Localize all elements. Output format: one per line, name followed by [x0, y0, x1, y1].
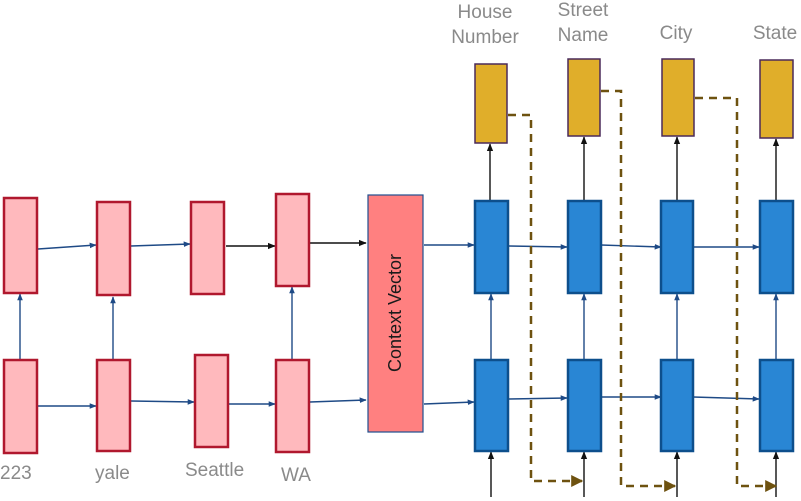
encoder-top-cell-1 [2, 196, 39, 295]
output-label-4: State [753, 23, 797, 44]
feedback-arrow-2 [601, 89, 677, 492]
decoder-top-cell-2 [566, 199, 603, 295]
feedback-arrow-3 [695, 96, 778, 492]
decoder-bottom-cell-3 [659, 358, 695, 453]
enc-top-arrow-1 [37, 242, 97, 250]
enc-bot-arrow-4 [309, 397, 367, 404]
output-cell-2 [567, 58, 601, 137]
decoder-top-cell-4 [758, 199, 795, 295]
dec-bot-arrow-3 [692, 396, 760, 402]
output-label-1-line-1: House [458, 2, 513, 23]
input-label-4: WA [281, 465, 311, 486]
dec-top-arrow-2 [600, 243, 662, 250]
output-label-2-line-2: Name [558, 25, 609, 46]
enc-top-arrow-2 [130, 241, 191, 248]
encoder-top-cell-2 [95, 200, 132, 297]
output-cell-1 [474, 63, 508, 144]
encoder-bottom-cell-2 [95, 358, 132, 453]
context-vector-label: Context Vector [385, 254, 405, 372]
decoder-top-cell-1 [473, 199, 510, 295]
encoder-bottom-cell-3 [193, 353, 230, 449]
dec-bot-arrow-1 [508, 395, 568, 401]
encoder-top-cell-3 [189, 200, 226, 296]
encoder-top-cell-4 [274, 192, 311, 288]
output-cell-3 [661, 58, 695, 137]
decoder-bottom-cell-1 [473, 358, 510, 453]
input-label-3: Seattle [185, 460, 244, 481]
output-label-3: City [660, 23, 693, 44]
output-label-1-line-2: Number [451, 27, 519, 48]
input-label-1: 223 [0, 463, 32, 484]
dec-top-arrow-1 [508, 244, 568, 250]
decoder-top-cell-3 [659, 199, 695, 295]
decoder-bottom-cell-4 [758, 358, 795, 453]
enc-bot-arrow-2 [130, 399, 195, 405]
output-label-2-line-1: Street [558, 0, 609, 21]
output-cell-4 [759, 59, 794, 139]
decoder-bottom-cell-2 [566, 358, 603, 453]
input-label-2: yale [95, 463, 130, 484]
encoder-bottom-cell-4 [274, 358, 311, 454]
ctx-to-dec-bot [423, 399, 475, 406]
context-vector-box [367, 194, 424, 433]
encoder-bottom-cell-1 [2, 358, 39, 455]
